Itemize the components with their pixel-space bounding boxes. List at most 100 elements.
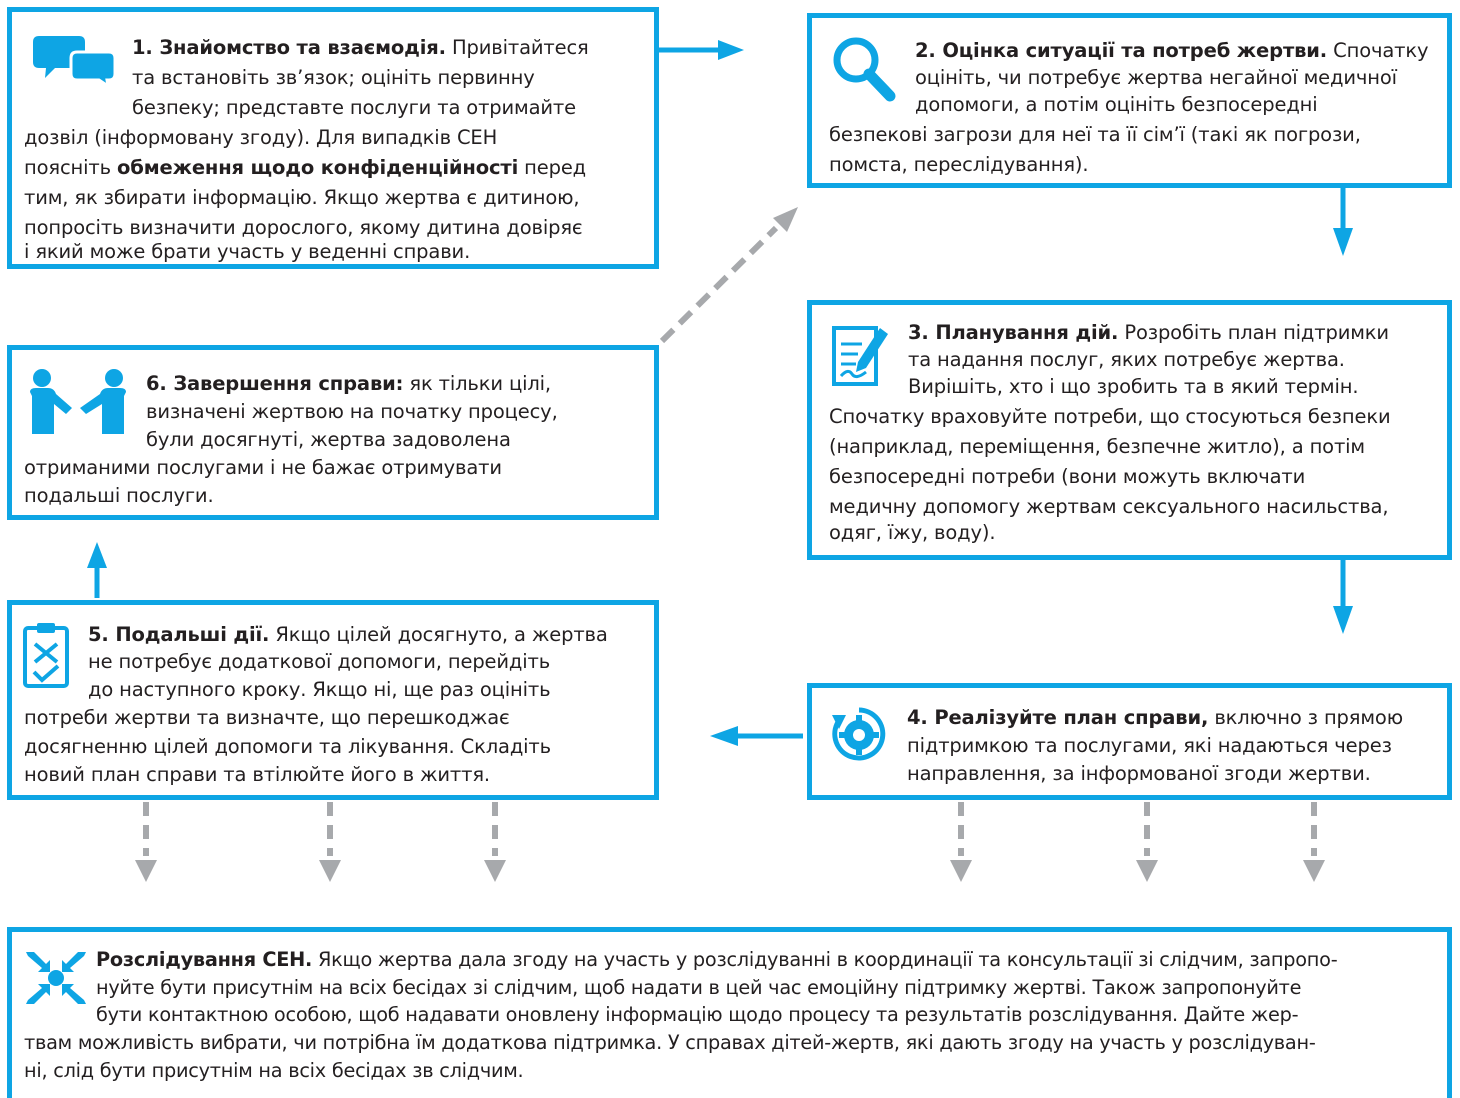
step-1-line: і який може брати участь у веденні справ…: [24, 240, 471, 263]
step-4-text: підтримкою та послугами, які надаються ч…: [907, 731, 1447, 761]
step-3-line: та надання послуг, яких потребує жертва.: [908, 348, 1345, 371]
investigation-text: твам можливість вибрати, чи потрібна їм …: [24, 1028, 1444, 1058]
step-5-line: потреби жертви та визначте, що перешкодж…: [24, 706, 510, 729]
investigation-box: [7, 927, 1452, 1098]
magnifier-icon: [833, 37, 896, 102]
step-2-line: помста, переслідування).: [829, 153, 1089, 176]
step-5-line: Якщо цілей досягнуто, а жертва: [275, 623, 608, 646]
step-5-line: не потребує додаткової допомоги, перейді…: [88, 650, 551, 673]
investigation-text: нуйте бути присутнім на всіх бесідах зі …: [96, 973, 1446, 1003]
step-1-text: та встановіть зв’язок; оцініть первинну: [132, 63, 647, 93]
step-2-text: допомоги, а потім оцініть безпосередні: [915, 90, 1445, 120]
step-6-line: отриманими послугами і не бажає отримува…: [24, 456, 502, 479]
step-6-line: як тільки цілі,: [409, 372, 551, 395]
step-2-line: оцініть, чи потребує жертва негайної мед…: [915, 66, 1397, 89]
step-5-text: не потребує додаткової допомоги, перейді…: [88, 647, 648, 677]
step-2-line: Спочатку: [1333, 39, 1429, 62]
step-3-text: (наприклад, переміщення, безпечне житло)…: [829, 432, 1449, 462]
step-1-box: [7, 7, 659, 269]
step-5-line: до наступного кроку. Якщо ні, ще раз оці…: [88, 678, 551, 701]
step-3-text: 3. Планування дій. Розробіть план підтри…: [908, 318, 1448, 348]
step-4-text: 4. Реалізуйте план справи, включно з пря…: [907, 703, 1447, 733]
step-6-text: 6. Завершення справи: як тільки цілі,: [146, 369, 646, 399]
step-1-line: безпеку; представте послуги та отримайте: [132, 96, 576, 119]
gear-cycle-icon: [832, 707, 886, 761]
step-1-text: попросіть визначити дорослого, якому дит…: [24, 213, 649, 243]
step-1-text: 1. Знайомство та взаємодія. Привітайтеся: [132, 33, 647, 63]
step-3-line: Розробіть план підтримки: [1124, 321, 1389, 344]
step-5-text: 5. Подальші дії. Якщо цілей досягнуто, а…: [88, 620, 648, 650]
step-1-text: безпеку; представте послуги та отримайте: [132, 93, 647, 123]
step-1-text: і який може брати участь у веденні справ…: [24, 237, 649, 267]
step-3-text: Спочатку враховуйте потреби, що стосують…: [829, 402, 1449, 432]
arrow-2-to-3: [1333, 188, 1353, 256]
step-4-box: [807, 683, 1452, 800]
document-edit-icon: [832, 326, 888, 386]
converging-arrows-icon: [26, 952, 86, 1004]
step-6-line: визначені жертвою на початку процесу,: [146, 400, 558, 423]
step-2-text: помста, переслідування).: [829, 150, 1449, 180]
step-1-title: 1. Знайомство та взаємодія.: [132, 36, 446, 59]
step-1-line: попросіть визначити дорослого, якому дит…: [24, 216, 583, 239]
step-3-text: безпосередні потреби (вони можуть включа…: [829, 462, 1449, 492]
dashed-arrow-down: [319, 802, 341, 882]
step-1-text: тим, як збирати інформацію. Якщо жертва …: [24, 183, 649, 213]
dashed-arrow-down: [950, 802, 972, 882]
step-5-title: 5. Подальші дії.: [88, 623, 270, 646]
dashed-arrow-down: [135, 802, 157, 882]
step-3-line: медичну допомогу жертвам сексуального на…: [829, 495, 1389, 518]
investigation-text: Розслідування СЕН. Якщо жертва дала згод…: [96, 945, 1446, 975]
step-5-text: новий план справи та втілюйте його в жит…: [24, 760, 649, 790]
investigation-line: Якщо жертва дала згоду на участь у розсл…: [318, 948, 1338, 971]
step-1-text: дозвіл (інформовану згоду). Для випадків…: [24, 123, 649, 153]
arrow-3-to-4: [1333, 560, 1353, 634]
step-5-box: [7, 600, 659, 800]
step-6-text: отриманими послугами і не бажає отримува…: [24, 453, 649, 483]
step-2-text: 2. Оцінка ситуації та потреб жертви. Спо…: [915, 36, 1445, 66]
step-2-line: допомоги, а потім оцініть безпосередні: [915, 93, 1318, 116]
step-3-text: Вирішіть, хто і що зробить та в який тер…: [908, 372, 1448, 402]
step-6-text: були досягнуті, жертва задоволена: [146, 425, 646, 455]
step-3-text: та надання послуг, яких потребує жертва.: [908, 345, 1448, 375]
step-4-line: включно з прямою: [1214, 706, 1403, 729]
investigation-line: бути контактною особою, щоб надавати оно…: [96, 1003, 1299, 1026]
handshake-icon: [30, 369, 126, 434]
step-2-title: 2. Оцінка ситуації та потреб жертви.: [915, 39, 1328, 62]
investigation-text: бути контактною особою, щоб надавати оно…: [96, 1000, 1446, 1030]
speech-bubbles-icon: [33, 36, 115, 86]
step-5-text: потреби жертви та визначте, що перешкодж…: [24, 703, 649, 733]
step-1-emphasis: обмеження щодо конфіденційності: [117, 156, 519, 179]
step-1-line: дозвіл (інформовану згоду). Для випадків…: [24, 126, 498, 149]
step-3-line: безпосередні потреби (вони можуть включа…: [829, 465, 1306, 488]
dashed-arrow-6-to-2: [659, 207, 798, 344]
step-1-line: перед: [518, 156, 587, 179]
arrow-5-to-6: [87, 542, 107, 598]
step-3-title: 3. Планування дій.: [908, 321, 1119, 344]
dashed-arrow-down: [1136, 802, 1158, 882]
step-4-text: направлення, за інформованої згоди жертв…: [907, 759, 1447, 789]
step-2-text: оцініть, чи потребує жертва негайної мед…: [915, 63, 1445, 93]
investigation-title: Розслідування СЕН.: [96, 948, 313, 971]
investigation-text: ні, слід бути присутнім на всіх бесідах …: [24, 1056, 1444, 1086]
step-4-title: 4. Реалізуйте план справи,: [907, 706, 1209, 729]
clipboard-checklist-icon: [23, 623, 69, 688]
step-3-line: одяг, їжу, воду).: [829, 521, 996, 544]
step-3-box: [807, 300, 1452, 560]
step-1-line: Привітайтеся: [451, 36, 589, 59]
step-4-line: підтримкою та послугами, які надаються ч…: [907, 734, 1392, 757]
step-5-line: досягненню цілей допомоги та лікування. …: [24, 735, 551, 758]
step-3-text: одяг, їжу, воду).: [829, 518, 1449, 548]
step-6-line: подальші послуги.: [24, 484, 214, 507]
step-3-line: Вирішіть, хто і що зробить та в який тер…: [908, 375, 1359, 398]
step-6-title: 6. Завершення справи:: [146, 372, 404, 395]
step-1-line: поясніть: [24, 156, 117, 179]
step-5-text: до наступного кроку. Якщо ні, ще раз оці…: [88, 675, 648, 705]
investigation-line: твам можливість вибрати, чи потрібна їм …: [24, 1031, 1316, 1054]
step-3-text: медичну допомогу жертвам сексуального на…: [829, 492, 1449, 522]
step-5-text: досягненню цілей допомоги та лікування. …: [24, 732, 649, 762]
step-1-line: та встановіть зв’язок; оцініть первинну: [132, 66, 535, 89]
arrow-1-to-2: [658, 40, 744, 60]
step-3-line: (наприклад, переміщення, безпечне житло)…: [829, 435, 1365, 458]
dashed-arrow-down: [1303, 802, 1325, 882]
